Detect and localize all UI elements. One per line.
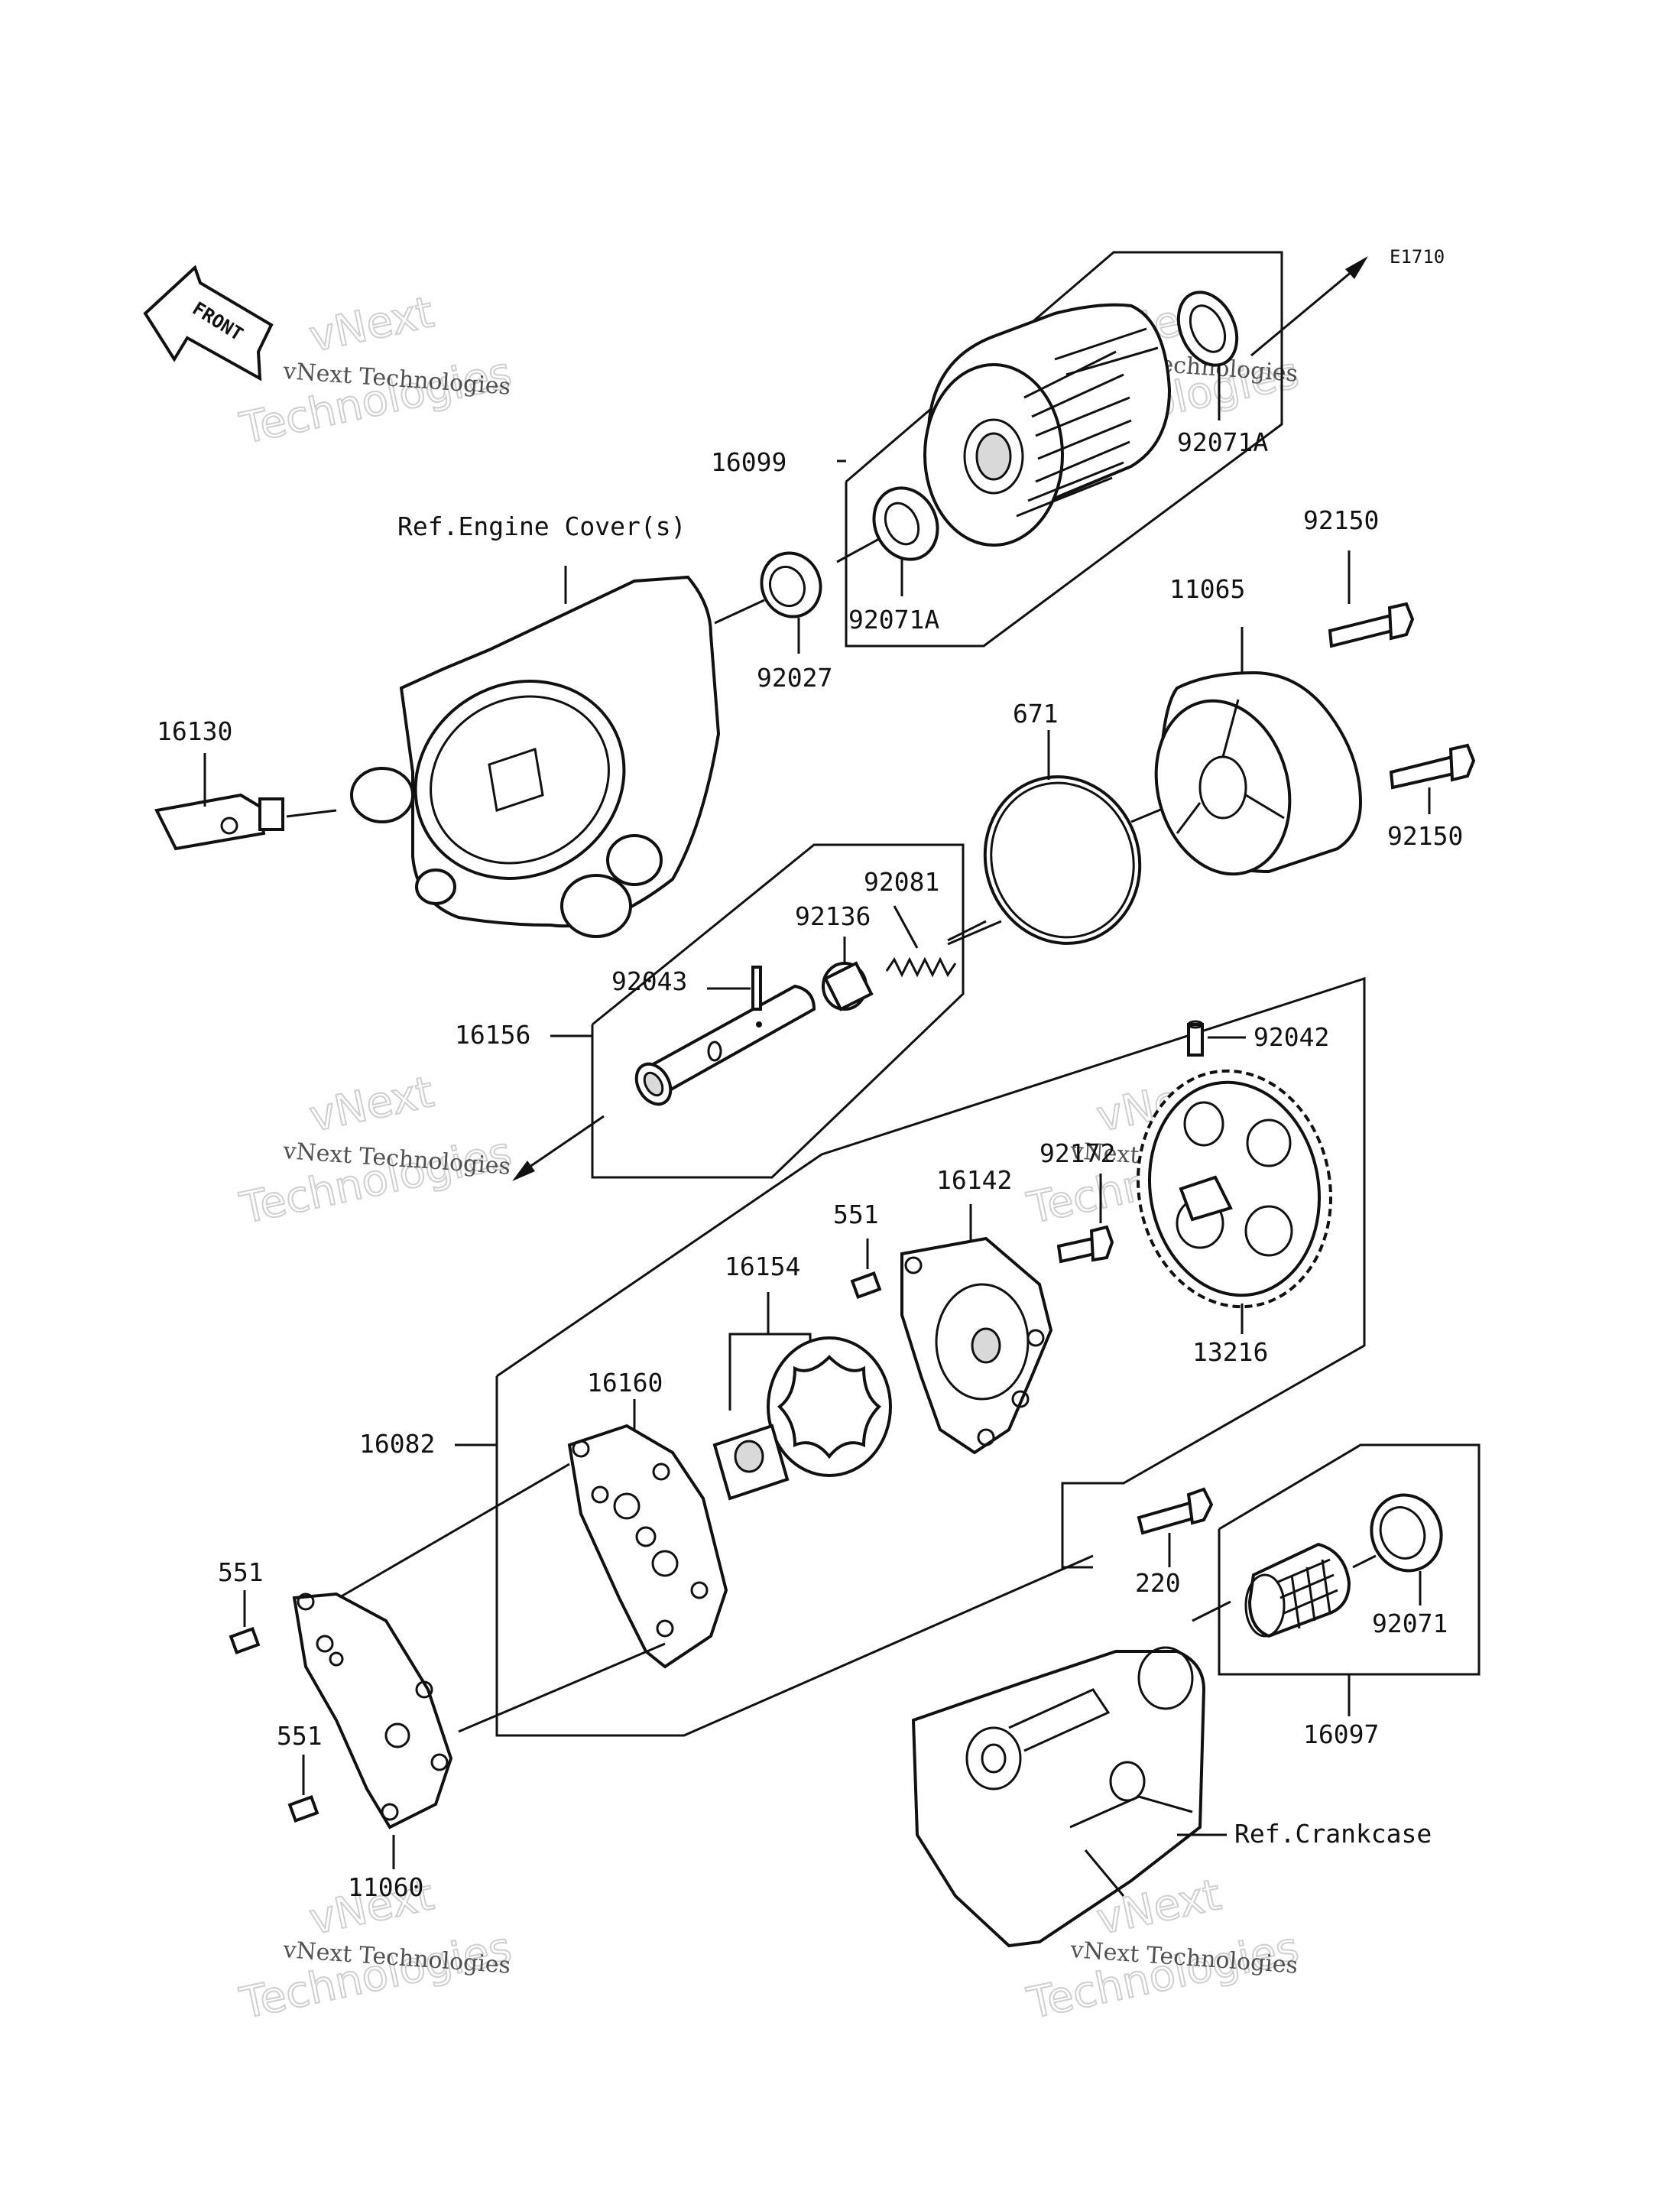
rotor-set-16154 [712,1292,892,1501]
relief-valve-group-frame [512,843,965,1181]
part-label-16154: 16154 [725,1252,800,1281]
pump-body-16160 [567,1399,728,1669]
front-arrow-icon: FRONT [143,265,274,381]
watermark-brand: vNext [305,1067,438,1142]
oil-pump-group-frame [455,976,1366,1737]
part-label-92071: 92071 [1372,1609,1448,1638]
part-label-220: 220 [1135,1568,1181,1598]
part-label-16099: 16099 [711,447,786,477]
part-label-16142: 16142 [936,1165,1012,1195]
piston-92136 [822,937,874,1011]
filter-group-frame [837,251,1368,648]
ref-engine-cover: Ref.Engine Cover(s) [397,511,686,541]
o-ring-671 [947,730,1178,945]
part-label-11065: 11065 [1169,574,1245,604]
part-label-92042: 92042 [1254,1022,1329,1052]
engine-cover [350,566,721,938]
leader [305,1463,570,1618]
part-label-16130: 16130 [157,716,232,746]
o-ring-92071A-mid [872,486,939,596]
part-label-11060: 11060 [348,1872,423,1902]
part-label-92172: 92172 [1039,1138,1115,1168]
dowel-551-bottom [287,1755,319,1823]
pin-92043 [707,966,762,1011]
pump-cover-16142 [900,1204,1053,1455]
part-label-551-top: 551 [833,1200,879,1229]
diagram-code: E1710 [1390,246,1445,268]
watermark-top-left: vNext Technologies vNext Technologies [235,287,516,455]
bolt-220 [1137,1487,1214,1567]
oil-filter-element [923,303,1172,547]
part-label-92150-right: 92150 [1387,821,1463,851]
strainer-group-frame [1192,1443,1481,1716]
part-label-16082: 16082 [359,1429,435,1459]
bolt-92150-top [1328,550,1415,648]
part-label-92136: 92136 [795,901,871,931]
bolt-92150-right [1389,743,1476,814]
spring-92081 [885,905,1002,978]
relief-valve-body [634,984,816,1106]
oil-filter-cover-11065 [1154,627,1363,876]
ref-crankcase: Ref.Crankcase [1234,1819,1432,1849]
part-label-92071A-top: 92071A [1177,427,1268,457]
o-ring-92071A-top [1176,291,1239,420]
screw-92172 [1056,1174,1114,1264]
strainer-screen [1244,1542,1351,1638]
part-label-16156: 16156 [455,1020,530,1050]
part-label-551-left: 551 [218,1557,264,1587]
o-ring-92071 [1352,1493,1443,1605]
pin-92042 [1187,1020,1246,1057]
part-label-16097: 16097 [1303,1719,1379,1749]
watermark-brand: vNext [305,287,438,362]
dowel-551-top [850,1239,882,1300]
crankcase [911,1646,1227,1948]
pressure-switch-16130 [154,753,337,851]
bearing-92027 [714,551,822,654]
part-label-551-bottom: 551 [277,1721,323,1751]
leader [458,1642,666,1733]
part-label-92150-top: 92150 [1303,505,1379,535]
part-label-92027: 92027 [757,663,832,693]
watermark-mid-left: vNext Technologies vNext Technologies [235,1067,516,1235]
dowel-551-left [229,1590,261,1655]
gear-13216 [1136,1069,1333,1334]
part-label-671: 671 [1013,699,1059,729]
part-label-16160: 16160 [587,1368,663,1398]
gasket-11060 [292,1592,453,1869]
part-label-92043: 92043 [611,966,687,996]
part-label-92071A-mid: 92071A [848,605,939,635]
part-label-92081: 92081 [864,867,939,897]
leader [836,537,880,563]
part-label-13216: 13216 [1192,1337,1268,1367]
